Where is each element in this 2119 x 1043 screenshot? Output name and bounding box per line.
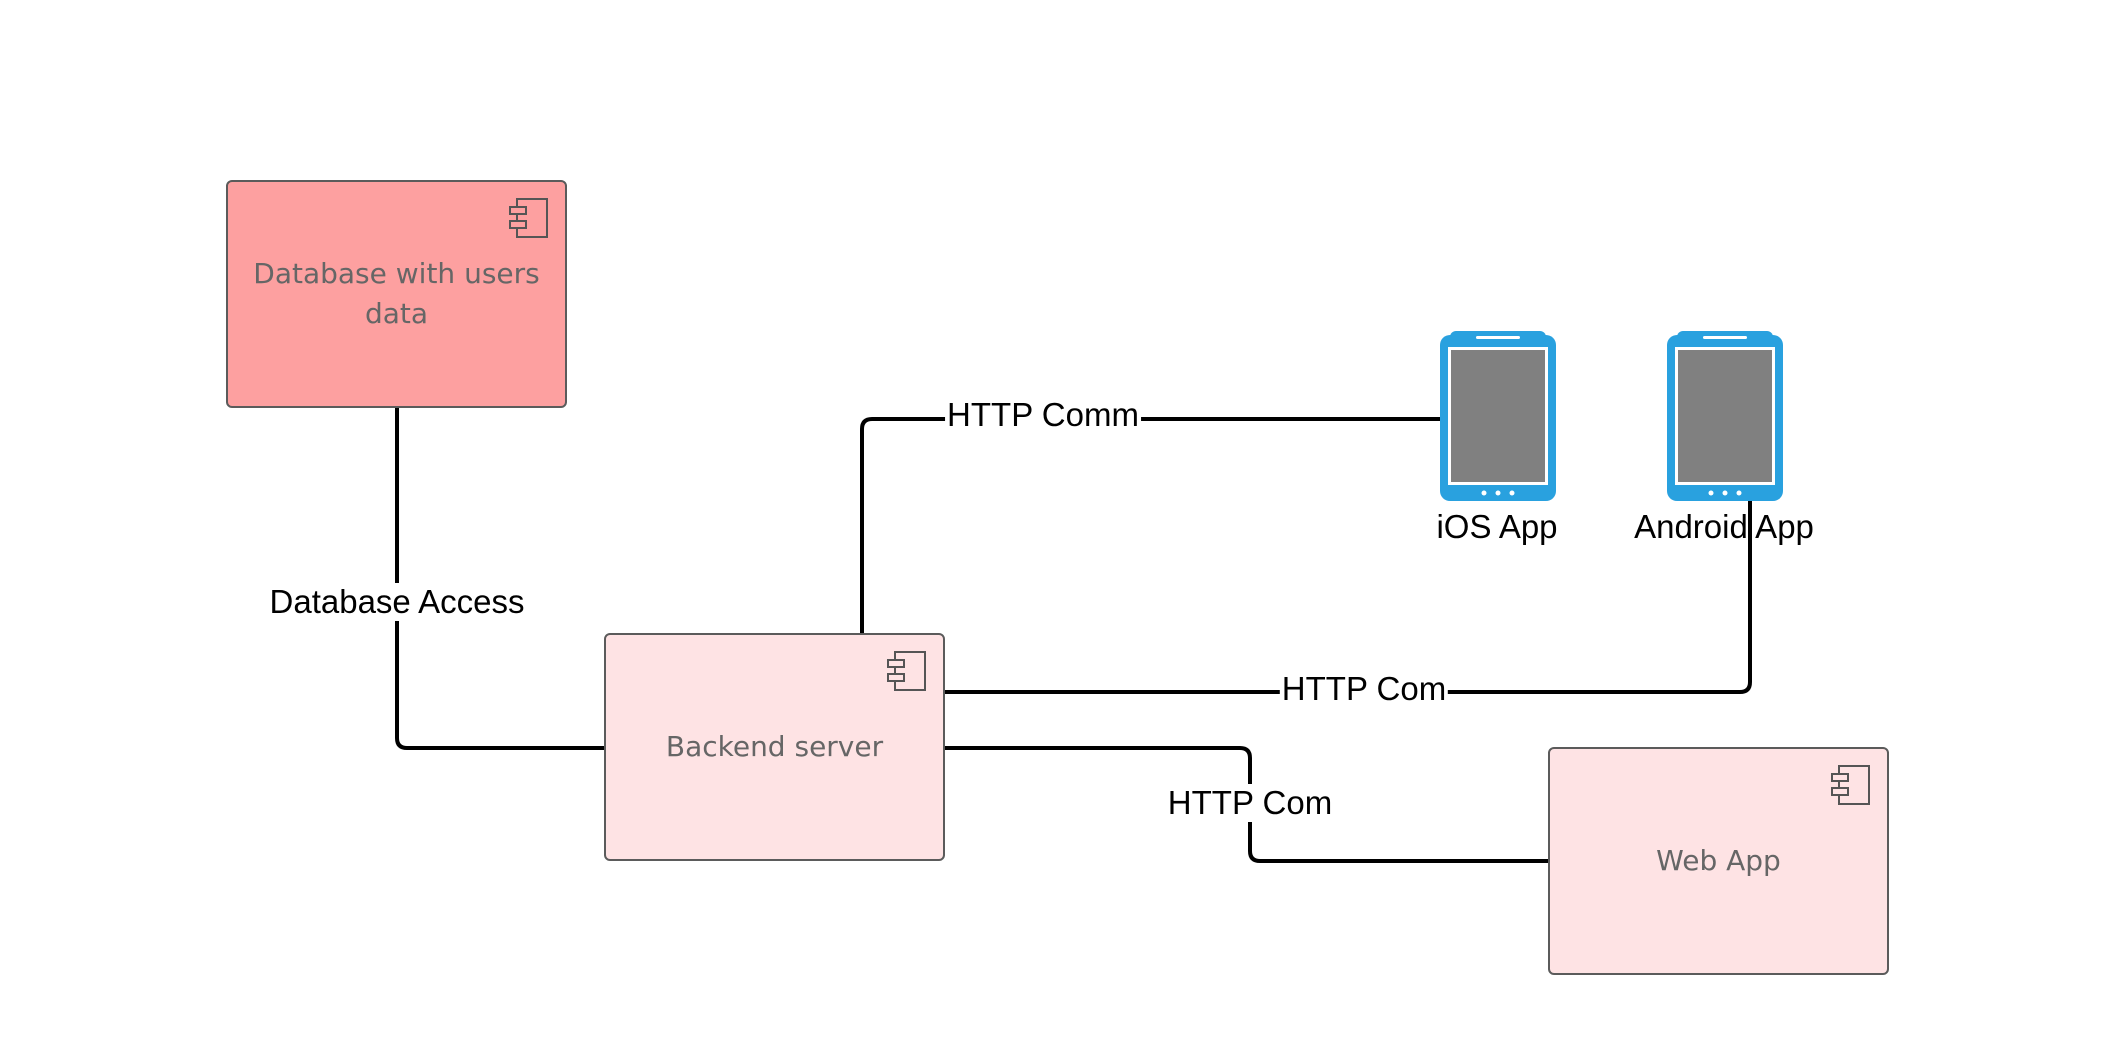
component-icon [1831, 765, 1870, 805]
android-http-label: HTTP Com [1279, 670, 1449, 708]
web-http-label: HTTP Com [1165, 784, 1335, 822]
component-icon [509, 198, 548, 238]
android-phone-icon[interactable] [1667, 331, 1783, 503]
database-label: Database with users data [253, 257, 540, 330]
database-access-label: Database Access [267, 583, 527, 621]
database-component[interactable]: Database with users data [226, 180, 567, 408]
web-app-label: Web App [1656, 844, 1781, 877]
ios-http-label: HTTP Comm [945, 396, 1141, 434]
android-app-label: Android App [1634, 508, 1814, 545]
connector-database-backend[interactable] [395, 408, 604, 750]
ios-app-label: iOS App [1436, 508, 1558, 545]
component-icon [887, 651, 926, 691]
backend-server-label: Backend server [665, 730, 884, 763]
backend-server-component[interactable]: Backend server [604, 633, 945, 861]
connector-backend-android[interactable] [945, 500, 1752, 694]
web-app-component[interactable]: Web App [1548, 747, 1889, 975]
connector-backend-ios[interactable] [860, 417, 1440, 633]
ios-phone-icon[interactable] [1440, 331, 1556, 503]
